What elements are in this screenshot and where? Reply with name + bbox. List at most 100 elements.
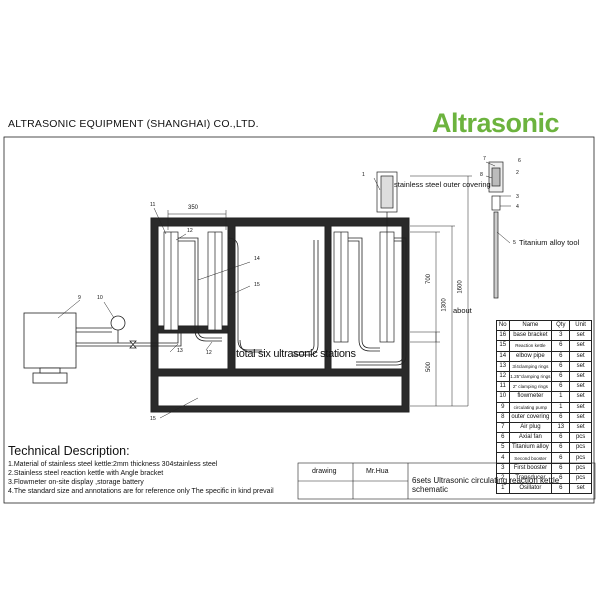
bom-cell-no: 13 [496, 360, 510, 372]
title-block-drawer: Mr.Hua [366, 468, 389, 475]
bom-header-no: No [496, 319, 510, 332]
bom-cell-no: 15 [496, 340, 510, 352]
leader-lines [57, 161, 511, 419]
bom-cell-qty: 1 [551, 401, 571, 413]
technical-title: Technical Description: [8, 444, 130, 458]
brand-logo: Altrasonic [432, 108, 560, 138]
bom-cell-no: 8 [496, 411, 510, 423]
dim-1300: 1300 [441, 298, 448, 312]
bom-cell-unit: set [569, 370, 592, 383]
part-number-11: 11 [150, 202, 156, 208]
circulating-pump-tank [23, 312, 77, 369]
bom-cell-name: circulating pump [508, 401, 553, 413]
bom-cell-name: 2" clamping rings [508, 381, 553, 393]
part-number-4: 4 [516, 204, 519, 210]
bom-cell-no: 11 [496, 381, 510, 393]
bom-cell-name: Air plug [508, 421, 553, 434]
callout-stations: total six ultrasonic stations [236, 348, 356, 360]
bom-cell-no: 14 [496, 350, 510, 362]
title-block-drawing-label: drawing [312, 468, 337, 475]
bom-header-row: No Name Qty Unit [496, 319, 592, 332]
bom-cell-qty: 6 [551, 442, 571, 454]
bom-cell-no: 4 [496, 452, 510, 464]
bom-cell-qty: 13 [551, 421, 571, 434]
bom-cell-qty: 6 [551, 340, 571, 352]
part-number-2: 2 [516, 170, 519, 176]
frame-structure [150, 217, 410, 413]
bom-cell-unit: set [569, 482, 592, 495]
bom-cell-no: 9 [496, 401, 510, 413]
part-number-5: 5 [513, 240, 516, 246]
bom-cell-qty: 3 [551, 330, 571, 342]
bom-cell-name: Reaction kettle [508, 340, 553, 352]
bom-cell-no: 5 [496, 442, 510, 454]
bom-cell-unit: set [569, 381, 592, 393]
part-number-7: 7 [483, 156, 486, 162]
title-block-grid [297, 462, 596, 500]
pump-base [32, 372, 68, 384]
bom-cell-no: 6 [496, 432, 510, 444]
bom-cell-unit: set [569, 360, 592, 372]
titanium-tool-detail [488, 161, 504, 299]
bom-cell-unit: set [569, 401, 592, 413]
technical-line: 2.Stainless steel reaction kettle with A… [8, 470, 164, 477]
callout-outer-covering: stainless steel outer covering [394, 180, 491, 189]
bom-cell-qty: 6 [551, 482, 571, 495]
part-number-15-lower: 15 [150, 416, 156, 422]
bom-cell-no: 7 [496, 421, 510, 434]
bom-cell-name: 1.25"clamping rings [508, 370, 553, 383]
bom-cell-unit: pcs [569, 432, 592, 444]
company-name: ALTRASONIC EQUIPMENT (SHANGHAI) CO.,LTD. [8, 118, 259, 130]
dim-700: 700 [426, 273, 433, 285]
bom-cell-unit: set [569, 330, 592, 342]
bom-cell-name: outer covering [508, 411, 553, 423]
callout-about: about [453, 306, 472, 315]
part-number-13: 13 [177, 348, 183, 354]
circulation-pipes [142, 237, 407, 366]
bom-cell-name: base bracket [508, 330, 553, 342]
flowmeter-dial [110, 315, 126, 331]
bom-cell-qty: 6 [551, 452, 571, 464]
bom-cell-name: flowmeter [508, 391, 553, 403]
bom-cell-qty: 6 [551, 411, 571, 423]
callout-titanium-tool: Titanium alloy tool [519, 238, 580, 247]
bom-cell-no: 12 [496, 370, 510, 383]
part-number-10: 10 [97, 295, 103, 301]
bom-cell-unit: set [569, 411, 592, 423]
bom-cell-qty: 6 [551, 432, 571, 444]
title-block: drawing Mr.Hua 6sets Ultrasonic circulat… [298, 463, 595, 499]
bom-cell-no: 10 [496, 391, 510, 403]
bay-middle [234, 225, 326, 370]
bom-cell-unit: set [569, 391, 592, 403]
bom-cell-qty: 6 [551, 370, 571, 383]
part-number-1: 1 [362, 172, 365, 178]
bom-cell-name: Axial fan [508, 432, 553, 444]
bom-cell-name: Titanium alloy [508, 442, 553, 454]
frame-base-panel [157, 375, 403, 407]
dim-1600: 1600 [457, 280, 464, 294]
part-number-12-bottom: 12 [206, 350, 212, 356]
bom-cell-no: 16 [496, 330, 510, 342]
reaction-kettles [163, 231, 395, 343]
sheet-border [3, 136, 595, 504]
bom-header-qty: Qty [551, 319, 571, 332]
bom-header-name: Name [508, 319, 553, 332]
bom-cell-unit: set [569, 421, 592, 434]
technical-line: 3.Flowmeter on-site display ,storage bat… [8, 479, 144, 486]
bom-cell-unit: set [569, 340, 592, 352]
part-number-6: 6 [518, 158, 521, 164]
bom-header-unit: Unit [569, 319, 592, 332]
